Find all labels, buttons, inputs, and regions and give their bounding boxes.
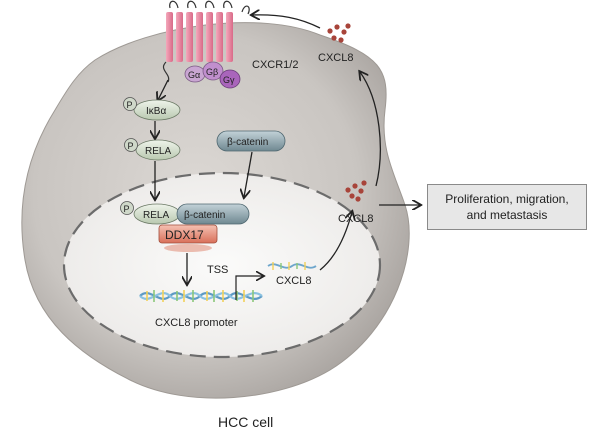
promoter-label: CXCL8 promoter	[155, 317, 238, 329]
ikba-label: IκBα	[146, 106, 166, 117]
g-beta-label: Gβ	[206, 67, 218, 77]
cxcl8-secreted-label: CXCL8	[338, 213, 373, 225]
b-catenin-nuclear-label: β-catenin	[184, 210, 225, 221]
b-catenin-node	[216, 130, 286, 152]
cxcl8-dots-extracellular	[327, 23, 351, 43]
cxcl8-dots-cell	[345, 180, 367, 202]
cxcl8-extracellular-label: CXCL8	[318, 52, 353, 64]
rela-nuclear-label: RELA	[143, 210, 169, 221]
ddx17-node	[158, 224, 218, 244]
ikba-node	[123, 97, 181, 121]
g-alpha-label: Gα	[188, 70, 200, 80]
rela-phospho-label: P	[128, 141, 134, 151]
ddx17-label: DDX17	[165, 228, 204, 242]
receptor-label: CXCR1/2	[252, 59, 298, 71]
cxcl8-transcript-label: CXCL8	[276, 275, 311, 287]
phosphate-ikba	[123, 97, 137, 111]
outcome-line-1: Proliferation, migration,	[445, 192, 569, 206]
tss-arrow	[235, 276, 263, 300]
rela-nuclear-phospho-label: P	[124, 204, 130, 214]
rela-node	[124, 138, 181, 161]
ikba-phospho-label: P	[127, 100, 133, 110]
arrow-mrna-to-cxcl8	[319, 212, 352, 271]
arrow-cxcl8-to-receptor	[252, 15, 321, 29]
arrow-bcatenin-to-nucleus	[244, 151, 253, 197]
phosphate-rela	[124, 138, 138, 152]
rela-label: RELA	[145, 146, 171, 157]
g-gamma-label: Gγ	[223, 75, 235, 85]
cell-label: HCC cell	[218, 414, 274, 430]
arrow-up-to-cxcl8	[360, 72, 381, 187]
dna-helix	[139, 290, 263, 302]
phosphate-rela-nuclear	[120, 201, 134, 215]
cxcr-receptor	[162, 0, 250, 83]
g-beta-subunit	[202, 61, 224, 81]
outcome-line-2: and metastasis	[466, 208, 548, 222]
g-gamma-subunit	[219, 69, 241, 89]
cxcl8-mrna	[267, 262, 317, 270]
b-catenin-label: β-catenin	[227, 137, 268, 148]
nuclear-complex	[120, 201, 250, 252]
outcome-box: Proliferation, migration, and metastasis	[427, 184, 587, 230]
tss-label: TSS	[207, 264, 228, 276]
arrow-receptor-to-ikba	[158, 79, 169, 100]
